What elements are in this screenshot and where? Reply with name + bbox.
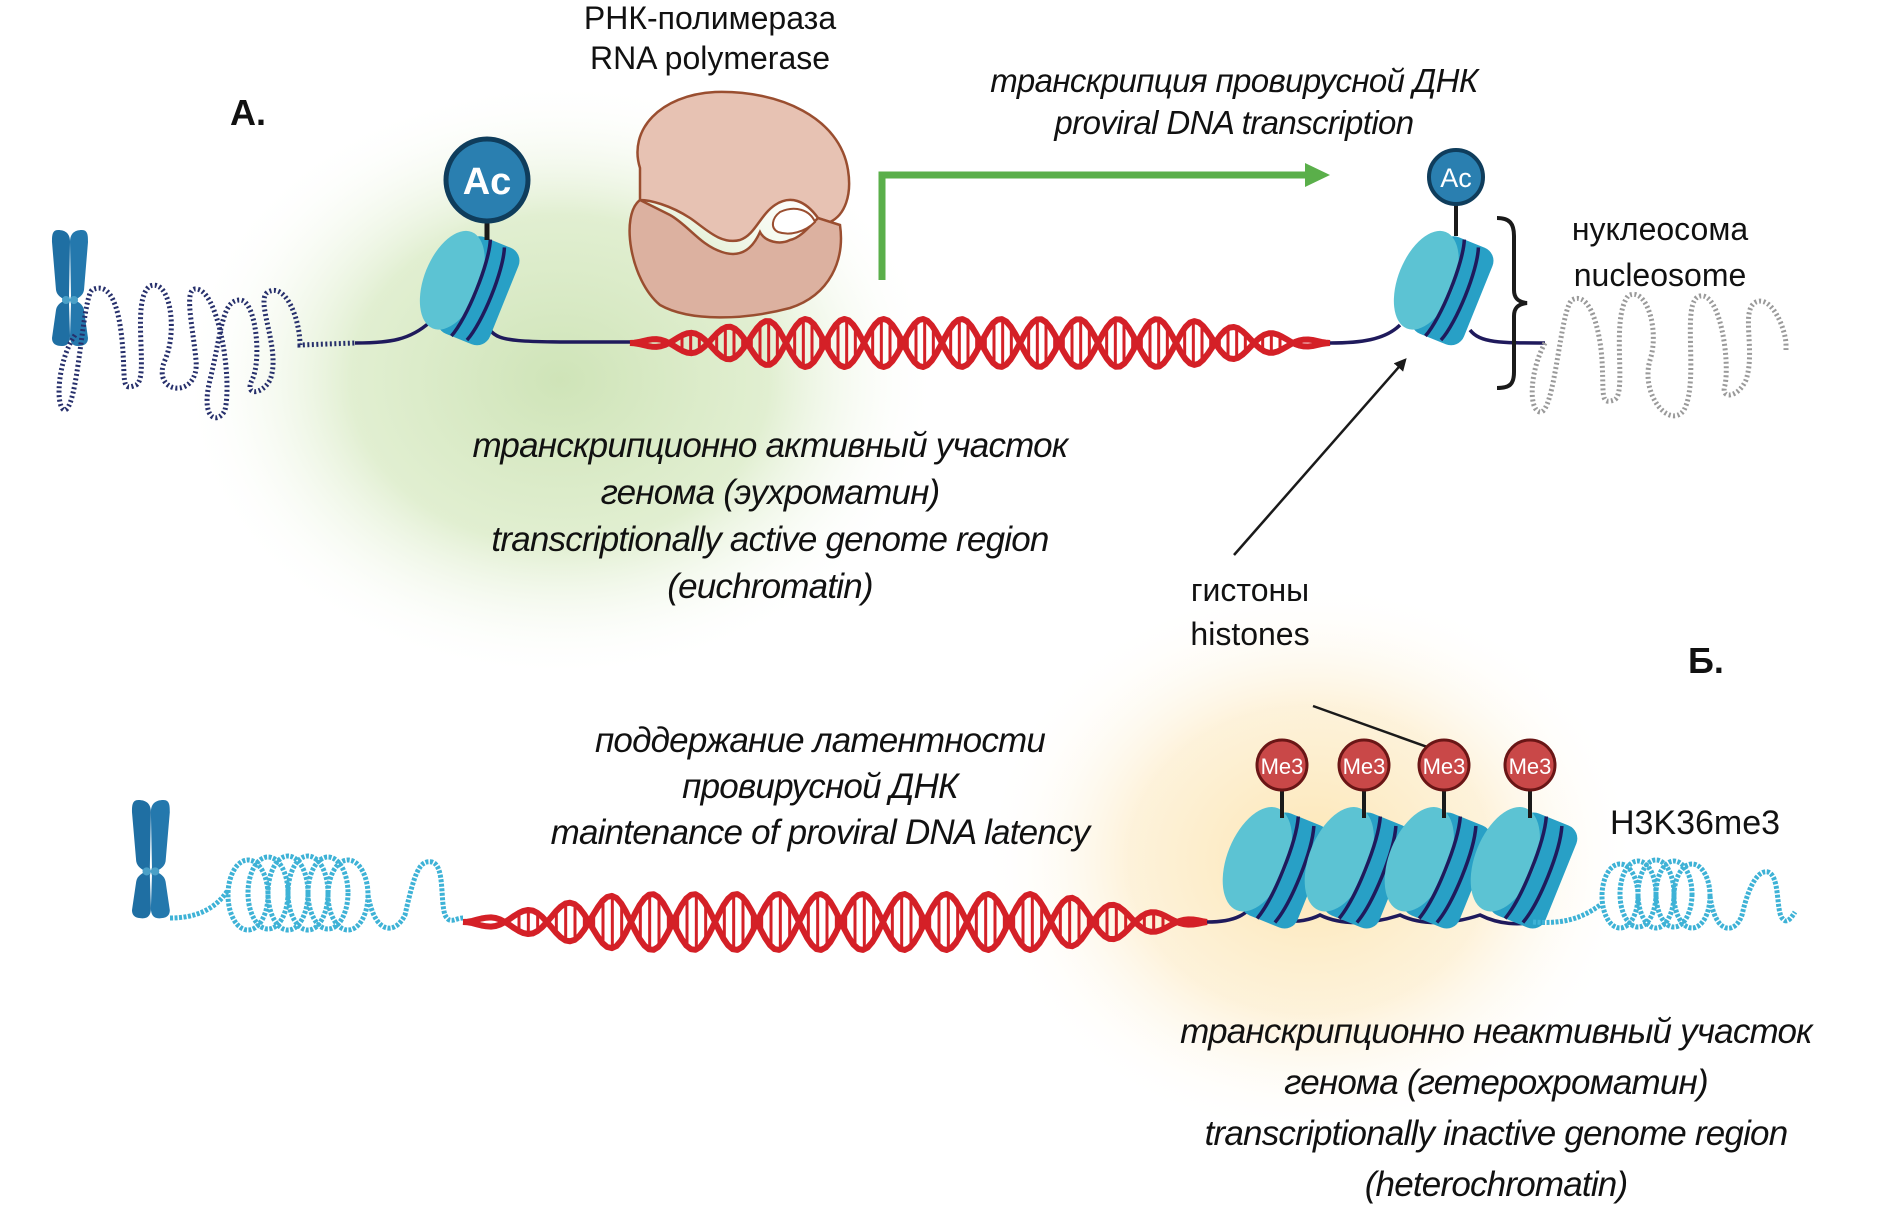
euchromatin-label: транскрипционно активный участок генома … (390, 422, 1150, 610)
linker-dna-a1 (354, 320, 432, 345)
histones-label: гистоны histones (1130, 568, 1370, 656)
chromosome-icon-a (52, 230, 88, 346)
compact-chromatin-b-left (169, 853, 464, 933)
euchromatin-label-line-3: transcriptionally active genome region (491, 520, 1049, 559)
heterochromatin-label-line-3: transcriptionally inactive genome region (1204, 1114, 1789, 1153)
heterochromatin-label-line-4: (heterochromatin) (1364, 1165, 1628, 1204)
proviral-dna-helix-b (462, 891, 1208, 953)
dna-wrap (1273, 825, 1316, 924)
panel-b-letter: Б. (1688, 640, 1724, 681)
dna-wrap (1355, 825, 1398, 924)
chromatin-fiber-grey (1529, 291, 1789, 419)
rna-polymerase-label: РНК-полимераза RNA polymerase (550, 0, 870, 78)
transcription-label: транскрипция провирусной ДНК proviral DN… (904, 60, 1564, 144)
latency-label-line-2: провирусной ДНК (682, 767, 959, 806)
methyl-badge-label: Me3 (1423, 754, 1466, 779)
rna-polymerase-icon (628, 90, 851, 319)
rna-polymerase-label-ru: РНК-полимераза (583, 0, 837, 36)
dna-wrap (1337, 816, 1383, 920)
nucleosome-a (419, 230, 520, 346)
dna-wrap (1255, 816, 1301, 920)
euchromatin-label-line-2: генома (эухроматин) (600, 473, 941, 512)
dna-wrap (1435, 825, 1478, 924)
linker-dna-a4 (1468, 328, 1546, 345)
h3k36me3-label: H3K36me3 (1585, 802, 1805, 845)
acetyl-badge-a-right: Ac (1427, 148, 1485, 206)
euchromatin-label-line-4: (euchromatin) (667, 567, 873, 606)
panel-a-letter: А. (230, 92, 266, 133)
acetyl-badge-a-label: Ac (463, 161, 512, 203)
nucleosome-b (1470, 807, 1578, 929)
dna-strand-1 (462, 891, 1208, 953)
transcription-label-ru: транскрипция провирусной ДНК (990, 62, 1478, 99)
methyl-badge (1503, 738, 1557, 792)
nucleosome-label-en: nucleosome (1573, 257, 1747, 293)
nucleosome-brace (1496, 216, 1528, 390)
histone-face (1304, 807, 1374, 912)
chromosome-icon-b (132, 800, 170, 919)
histones-arrow-up (1233, 358, 1407, 556)
methyl-badge (1417, 738, 1471, 792)
nucleosome-b (1304, 807, 1412, 929)
histone-face (1384, 807, 1454, 912)
nucleosome-b (1222, 807, 1330, 929)
transcription-label-en: proviral DNA transcription (1054, 104, 1414, 141)
histone-face (1470, 807, 1540, 912)
dna-wrap (1521, 825, 1564, 924)
methyl-badge (1337, 738, 1391, 792)
compact-chromatin-b-right (1532, 857, 1798, 931)
dna-wrap (1503, 816, 1549, 920)
transcription-arrow (878, 163, 1330, 280)
heterochromatin-nucleosome-array: Me3 Me3 Me3 Me3 (1222, 738, 1578, 929)
histones-label-ru: гистоны (1190, 572, 1310, 608)
heterochromatin-label: транскрипционно неактивный участок геном… (1106, 1006, 1886, 1210)
chromatin-fiber-a (56, 282, 356, 421)
acetyl-badge-a: Ac (443, 136, 531, 224)
methyl-badge (1255, 738, 1309, 792)
nucleosome-label-ru: нуклеосома (1571, 211, 1749, 247)
linker-dna-a2 (488, 328, 631, 344)
methyl-badge-label: Me3 (1343, 754, 1386, 779)
heterochromatin-label-line-2: генома (гетерохроматин) (1284, 1063, 1708, 1102)
linker-dna-under-array (1256, 897, 1534, 926)
euchromatin-label-line-1: транскрипционно активный участок (472, 426, 1068, 465)
nucleosome-label: нуклеосома nucleosome (1540, 206, 1780, 298)
methyl-badge-label: Me3 (1261, 754, 1304, 779)
latency-label-line-1: поддержание латентности (594, 721, 1046, 760)
rna-polymerase-label-en: RNA polymerase (589, 40, 831, 76)
heterochromatin-label-line-1: транскрипционно неактивный участок (1180, 1012, 1813, 1051)
methyl-badge-label: Me3 (1509, 754, 1552, 779)
histones-label-en: histones (1190, 616, 1310, 652)
latency-label: поддержание латентности провирусной ДНК … (440, 718, 1200, 856)
latency-label-line-3: maintenance of proviral DNA latency (550, 813, 1091, 852)
h3k36me3-label-text: H3K36me3 (1609, 804, 1781, 842)
histone-face (1222, 807, 1292, 912)
dna-wrap (1417, 816, 1463, 920)
proviral-dna-helix-a (629, 316, 1331, 370)
dna-strand-2 (629, 316, 1331, 370)
linker-dna-a3 (1329, 323, 1402, 345)
nucleosome-a-right (1393, 230, 1494, 346)
dna-strand-2 (462, 891, 1208, 953)
acetyl-badge-a-right-label: Ac (1440, 163, 1472, 193)
nucleosome-b (1384, 807, 1492, 929)
